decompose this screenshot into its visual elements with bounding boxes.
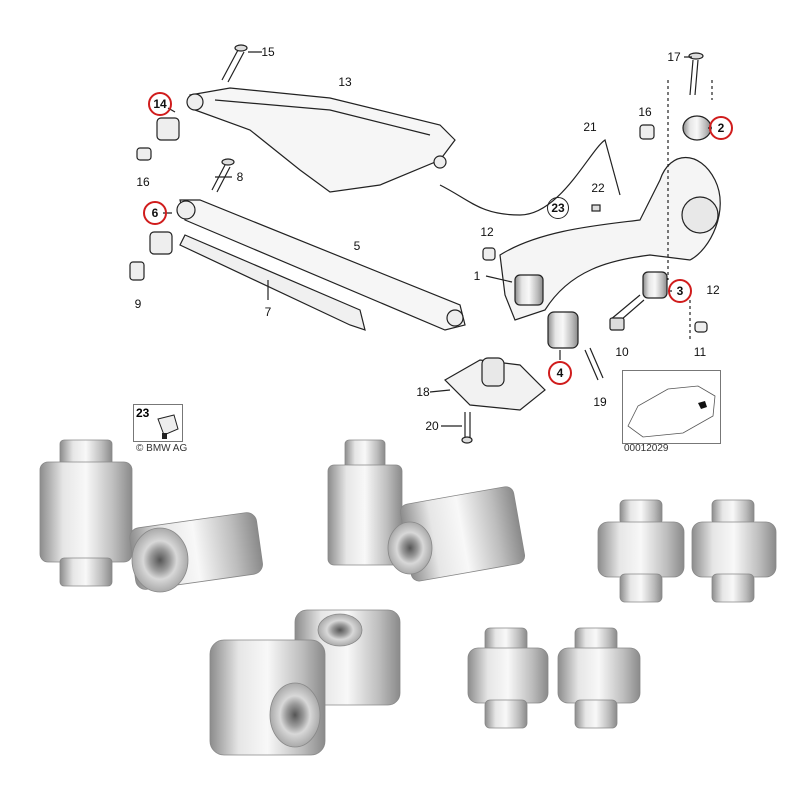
callout-6-highlighted: 6: [143, 201, 167, 225]
callout-5: 5: [353, 239, 361, 253]
callout-13: 13: [338, 75, 352, 89]
part-23-inset: 23: [133, 404, 183, 442]
callout-12: 12: [480, 225, 494, 239]
callout-22: 22: [591, 181, 605, 195]
callout-14-highlighted: 14: [148, 92, 172, 116]
copyright-text: © BMW AG: [136, 443, 188, 454]
line-art: [129, 44, 721, 444]
diagram-code: 00012029: [624, 443, 669, 454]
callout-15: 15: [261, 45, 275, 59]
callout-12b: 12: [706, 283, 720, 297]
callout-9: 9: [134, 297, 142, 311]
callout-21: 21: [583, 120, 597, 134]
clip-icon: [157, 414, 179, 439]
callout-20: 20: [425, 419, 439, 433]
callout-11: 11: [693, 345, 707, 359]
callout-7: 7: [264, 305, 272, 319]
callout-17: 17: [667, 50, 681, 64]
callout-3-highlighted: 3: [668, 279, 692, 303]
callout-8: 8: [236, 170, 244, 184]
bushing-photo-large-pair-center: [327, 439, 526, 582]
inset-part-number: 23: [136, 406, 150, 420]
bushing-photos: [39, 439, 777, 756]
callout-23: 23: [547, 197, 569, 219]
vehicle-locator-inset: [622, 370, 721, 444]
callout-18: 18: [416, 385, 430, 399]
callout-10: 10: [615, 345, 629, 359]
callout-2-highlighted: 2: [709, 116, 733, 140]
callout-16: 16: [136, 175, 150, 189]
car-outline-icon: [627, 385, 716, 438]
bushing-photo-large-pair-left: [39, 439, 263, 593]
callout-1: 1: [473, 269, 481, 283]
bushing-photo-pair-bottom-left: [209, 609, 401, 756]
bushing-photo-small-pair-bottom: [467, 627, 641, 729]
callout-16b: 16: [638, 105, 652, 119]
callout-4-highlighted: 4: [548, 361, 572, 385]
bushing-photo-small-pair-right-top: [597, 499, 777, 603]
callout-19: 19: [593, 395, 607, 409]
